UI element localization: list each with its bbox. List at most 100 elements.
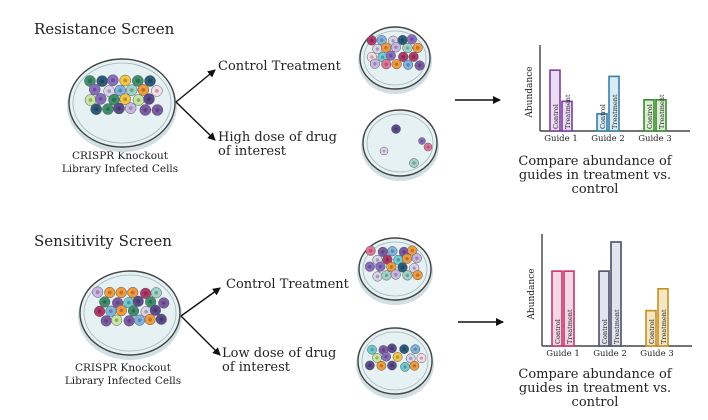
chart-bar-treatment	[655, 99, 667, 132]
cell-nucleus	[368, 363, 372, 368]
cell-nucleus	[415, 46, 420, 50]
cell-nucleus	[154, 290, 159, 295]
chart-bar-label: Treatment	[564, 94, 572, 129]
library-caption: CRISPR Knockout Library Infected Cells	[63, 362, 183, 388]
cell-icon	[158, 297, 170, 309]
cell-icon	[367, 344, 377, 355]
cell-nucleus	[391, 39, 395, 43]
cell-nucleus	[143, 291, 148, 296]
cell-nucleus	[402, 347, 406, 351]
library-caption: CRISPR Knockout Library Infected Cells	[60, 150, 180, 176]
cell-nucleus	[95, 290, 100, 294]
cell-nucleus	[420, 139, 424, 143]
cell-icon	[410, 344, 421, 355]
chart-bar-treatment	[608, 75, 620, 132]
cell-nucleus	[109, 309, 113, 314]
cell-nucleus	[130, 290, 135, 295]
cell-nucleus	[110, 78, 115, 83]
drug-treatment-line: Low dose of drug	[222, 346, 337, 361]
cell-icon	[127, 305, 140, 317]
cell-nucleus	[378, 264, 383, 269]
cell-icon	[144, 313, 156, 326]
resistance-screen-title: Resistance Screen	[34, 20, 175, 38]
cell-icon	[398, 51, 409, 62]
cell-nucleus	[380, 38, 384, 42]
cell-nucleus	[119, 308, 124, 313]
cell-nucleus	[384, 355, 388, 359]
cell-nucleus	[390, 363, 394, 368]
cell-nucleus	[100, 79, 105, 84]
cell-nucleus	[368, 264, 372, 269]
cell-nucleus	[375, 356, 379, 360]
cell-nucleus	[136, 98, 141, 102]
cell-nucleus	[405, 273, 410, 278]
cell-nucleus	[94, 107, 99, 112]
cell-nucleus	[112, 97, 116, 102]
cell-icon	[375, 261, 386, 272]
compare-caption: Compare abundance of guides in treatment…	[510, 368, 680, 410]
chart-bar-label: Treatment	[658, 94, 666, 129]
cell-icon	[381, 351, 392, 362]
cell-icon	[149, 304, 161, 316]
cell-nucleus	[147, 97, 151, 101]
cell-nucleus	[400, 265, 405, 270]
cell-nucleus	[405, 257, 409, 261]
arrow-icon	[175, 69, 216, 103]
cell-icon	[94, 93, 107, 105]
cell-nucleus	[426, 145, 430, 149]
cell-icon	[145, 296, 157, 308]
arrow-icon	[175, 101, 216, 141]
cell-icon	[365, 245, 376, 256]
dish-inner-rim	[363, 30, 427, 86]
cell-icon	[115, 286, 127, 299]
chart-bar-label: Control	[599, 104, 607, 129]
cell-nucleus	[389, 53, 393, 58]
cell-nucleus	[135, 78, 140, 83]
cell-icon	[114, 84, 127, 97]
cell-icon	[107, 74, 119, 86]
cell-icon	[403, 59, 414, 70]
cell-icon	[94, 305, 106, 317]
library-caption-line: CRISPR Knockout	[71, 150, 169, 162]
cell-icon	[391, 124, 401, 134]
cell-nucleus	[409, 356, 413, 360]
cell-icon	[412, 270, 423, 281]
cell-icon	[104, 286, 116, 299]
compare-line: Compare abundance of	[518, 154, 672, 169]
cell-nucleus	[98, 96, 103, 101]
compare-line: control	[571, 182, 619, 197]
cell-icon	[400, 361, 410, 372]
cell-icon	[390, 42, 401, 53]
cell-icon	[406, 34, 417, 45]
cell-nucleus	[375, 258, 380, 262]
cell-nucleus	[127, 318, 132, 323]
cell-nucleus	[419, 356, 424, 360]
chart-bar-label: Treatment	[660, 309, 668, 344]
chart-bar-control	[645, 309, 657, 347]
cell-nucleus	[385, 257, 390, 262]
cell-nucleus	[137, 318, 142, 322]
chart-tick-label: Guide 1	[546, 349, 580, 359]
cell-nucleus	[405, 46, 410, 50]
cell-nucleus	[107, 290, 112, 295]
cell-icon	[155, 313, 167, 325]
control-treatment-label: Control Treatment	[226, 277, 349, 292]
cell-icon	[402, 270, 413, 281]
chart-y-label: Abundance	[527, 268, 537, 320]
cell-nucleus	[412, 161, 416, 165]
cell-nucleus	[370, 38, 374, 43]
cell-nucleus	[123, 97, 128, 102]
cell-nucleus	[107, 89, 112, 94]
cell-nucleus	[148, 317, 152, 322]
cell-nucleus	[379, 364, 384, 368]
cell-icon	[139, 104, 152, 116]
cell-nucleus	[381, 250, 385, 254]
compare-line: Compare abundance of	[518, 367, 672, 382]
cell-nucleus	[384, 46, 388, 50]
chart-bar-label: Treatment	[566, 309, 574, 344]
chart-tick-label: Guide 2	[591, 134, 625, 144]
cell-icon	[90, 103, 102, 115]
cell-icon	[99, 296, 111, 308]
